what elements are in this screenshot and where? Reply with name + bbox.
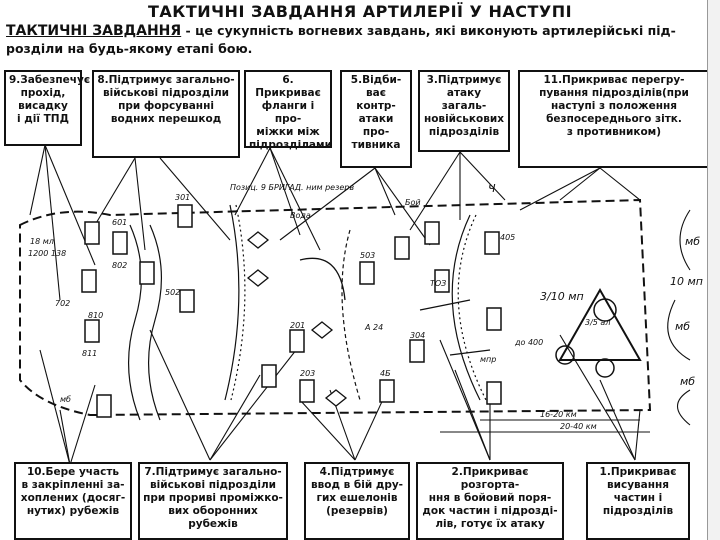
map-label: 301 bbox=[175, 193, 190, 202]
task-box-3: 3.Підтримує атаку загаль- новійськових п… bbox=[418, 70, 510, 152]
map-label: 702 bbox=[55, 299, 70, 308]
map-label: 4Б bbox=[380, 369, 391, 378]
task-box-8: 8.Підтримує загально- військові підрозді… bbox=[92, 70, 240, 158]
map-label: 811 bbox=[82, 349, 97, 358]
command-posts bbox=[246, 231, 348, 407]
map-label: Вода bbox=[290, 211, 311, 220]
scrollbar-edge[interactable] bbox=[707, 0, 720, 540]
page-title: ТАКТИЧНІ ЗАВДАННЯ АРТИЛЕРІЇ У НАСТУПІ bbox=[147, 2, 573, 21]
artillery-positions bbox=[81, 204, 502, 418]
attack-arrows bbox=[299, 257, 491, 356]
map-label: 203 bbox=[300, 369, 315, 378]
map-label: А 24 bbox=[364, 323, 383, 332]
task-box-1: 1.Прикриває висування частин і підрозділ… bbox=[586, 462, 690, 540]
map-label: до 400 bbox=[514, 338, 543, 347]
zone-boundary bbox=[19, 198, 652, 417]
map-label: 304 bbox=[410, 331, 425, 340]
leader-lines-bottom bbox=[39, 329, 641, 466]
map-label: 3/10 мп bbox=[540, 290, 584, 303]
map-label: 502 bbox=[165, 288, 180, 297]
map-label: Ч bbox=[488, 182, 496, 195]
map-label: 810 bbox=[88, 311, 103, 320]
map-label: 20-40 км bbox=[560, 422, 597, 431]
map-label: 3/5 ал bbox=[585, 318, 610, 327]
terrain-contours bbox=[667, 209, 691, 426]
map-label: 503 bbox=[360, 251, 375, 260]
map-label: 601 bbox=[112, 218, 127, 227]
range-brackets bbox=[440, 419, 650, 433]
map-label: 405 bbox=[500, 233, 515, 242]
map-label: Бой bbox=[405, 198, 421, 207]
definition-term: ТАКТИЧНІ ЗАВДАННЯ bbox=[6, 23, 182, 39]
map-label: мб bbox=[680, 375, 695, 388]
map-label: 16-20 км bbox=[540, 410, 577, 419]
task-box-11: 11.Прикриває перегру- пування підрозділі… bbox=[518, 70, 710, 168]
map-label: 18 мл bbox=[30, 237, 54, 246]
leader-lines-top bbox=[29, 144, 641, 301]
definition-body: - це сукупність вогневих завдань, які ви… bbox=[6, 23, 676, 56]
task-box-2: 2.Прикриває розгорта- ння в бойовий поря… bbox=[416, 462, 564, 540]
task-box-9: 9.Забезпечує прохід, висадку і дії ТПД bbox=[4, 70, 90, 146]
map-label: ТОЗ bbox=[430, 279, 446, 288]
map-label: мб bbox=[60, 395, 71, 404]
definition-text: ТАКТИЧНІ ЗАВДАННЯ - це сукупність вогнев… bbox=[6, 22, 714, 57]
task-box-5: 5.Відби- ває контр- атаки про- тивника bbox=[340, 70, 412, 168]
enemy-position bbox=[555, 287, 642, 378]
map-label: мпр bbox=[480, 355, 496, 364]
map-label: Позиц. 9 БРИГАД. ним резерв bbox=[230, 183, 354, 192]
task-box-7: 7.Підтримує загально- військові підрозді… bbox=[138, 462, 288, 540]
task-box-4: 4.Підтримує ввод в бій дру- гих ешелонів… bbox=[304, 462, 410, 540]
task-box-10: 10.Бере участь в закріпленні за- хоплени… bbox=[14, 462, 132, 540]
river bbox=[127, 224, 162, 421]
map-label: мб bbox=[685, 235, 700, 248]
map-label: 1200 138 bbox=[28, 249, 66, 258]
task-box-6: 6. Прикриває фланги і про- міжки між під… bbox=[244, 70, 332, 151]
map-label: 802 bbox=[112, 261, 127, 270]
map-label: мб bbox=[675, 320, 690, 333]
map-label: 201 bbox=[290, 321, 305, 330]
map-label: 10 мп bbox=[670, 275, 703, 288]
